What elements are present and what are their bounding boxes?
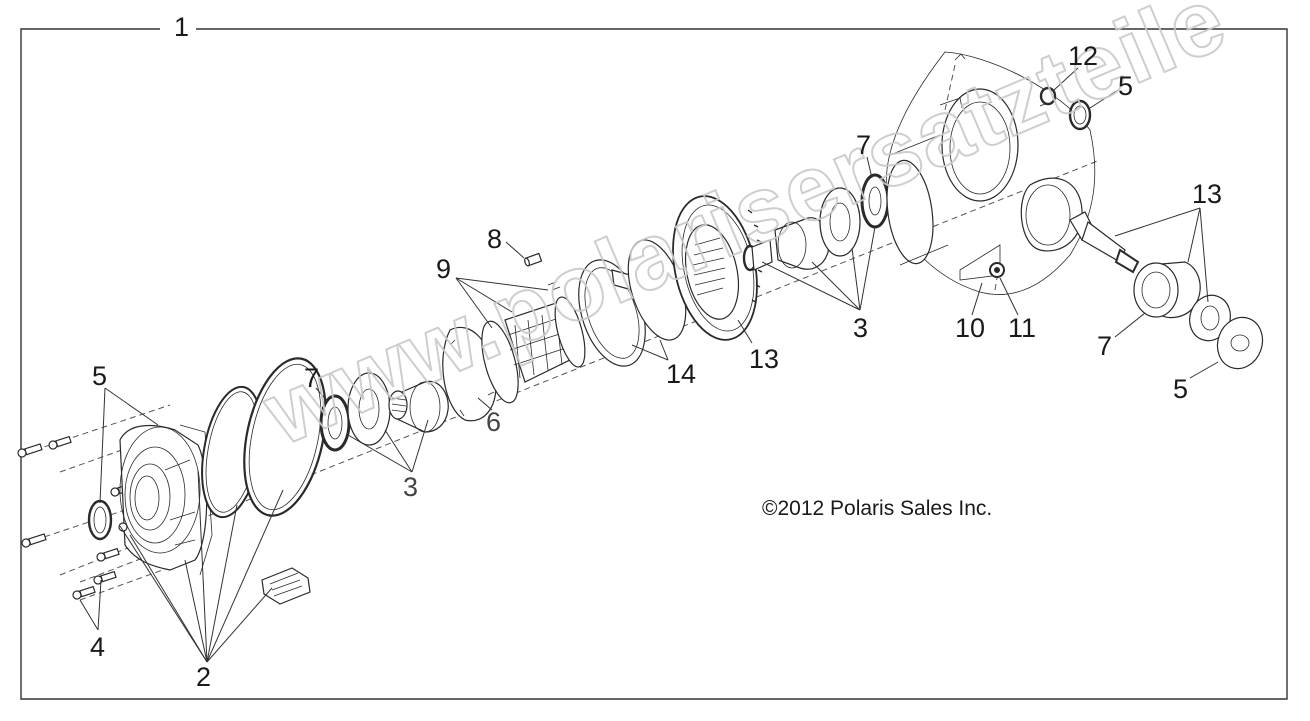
- housing: [885, 51, 1096, 295]
- callout-2: 2: [196, 662, 212, 692]
- copyright-notice: ©2012 Polaris Sales Inc.: [762, 497, 993, 520]
- callout-11: 11: [1008, 313, 1037, 343]
- gaskets: [201, 357, 327, 519]
- coil-ring: [578, 239, 687, 367]
- callout-9: 9: [436, 254, 452, 284]
- right-hub-set: [742, 173, 890, 272]
- drain-plug: [989, 262, 1005, 278]
- callout-5-left: 5: [92, 361, 108, 391]
- callout-13-ring-gear: 13: [749, 344, 780, 374]
- pinion-shaft: [1069, 211, 1140, 274]
- left-hub: [388, 380, 449, 433]
- callout-3-left: 3: [403, 472, 419, 502]
- callout-8: 8: [487, 224, 503, 254]
- callout-10: 10: [955, 313, 986, 343]
- ring-gear: [672, 195, 763, 341]
- connector: [261, 567, 311, 605]
- callout-1: 1: [172, 12, 192, 42]
- leader-lines: [79, 67, 1219, 663]
- fill-plug: [1039, 86, 1057, 106]
- upper-seal: [1068, 99, 1092, 131]
- left-seal: [87, 499, 113, 541]
- callout-4: 4: [90, 632, 106, 662]
- callout-13-pinion: 13: [1192, 179, 1223, 209]
- frame: [20, 28, 1288, 700]
- callout-12: 12: [1068, 41, 1099, 71]
- roll-cage: [481, 281, 586, 404]
- pinion-bearing: [1133, 261, 1201, 319]
- callout-6: 6: [486, 407, 502, 437]
- left-cover: [118, 424, 213, 576]
- callout-7-left: 7: [304, 363, 320, 393]
- left-spacer: [347, 372, 391, 446]
- callout-3-right: 3: [853, 313, 869, 343]
- callout-14: 14: [666, 359, 697, 389]
- callout-5-upper: 5: [1118, 71, 1134, 101]
- output-seal: [1216, 316, 1264, 370]
- callout-7-pinion: 7: [1097, 331, 1113, 361]
- callout-7-upper: 7: [856, 130, 872, 160]
- pin: [524, 252, 543, 267]
- screws: [17, 435, 134, 600]
- callout-5-output: 5: [1173, 374, 1189, 404]
